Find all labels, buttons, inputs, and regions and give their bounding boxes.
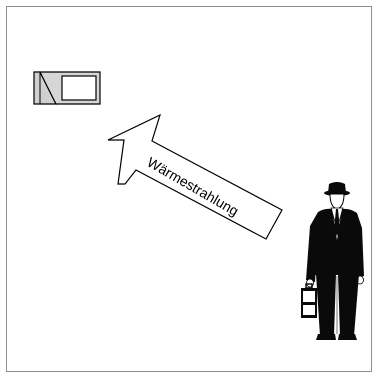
businessman-with-briefcase-icon [301, 182, 364, 340]
pyroelectric-sensor-icon [33, 71, 101, 105]
briefcase-icon [301, 283, 317, 318]
heat-radiation-arrow: Wärmestrahlung [107, 113, 283, 240]
